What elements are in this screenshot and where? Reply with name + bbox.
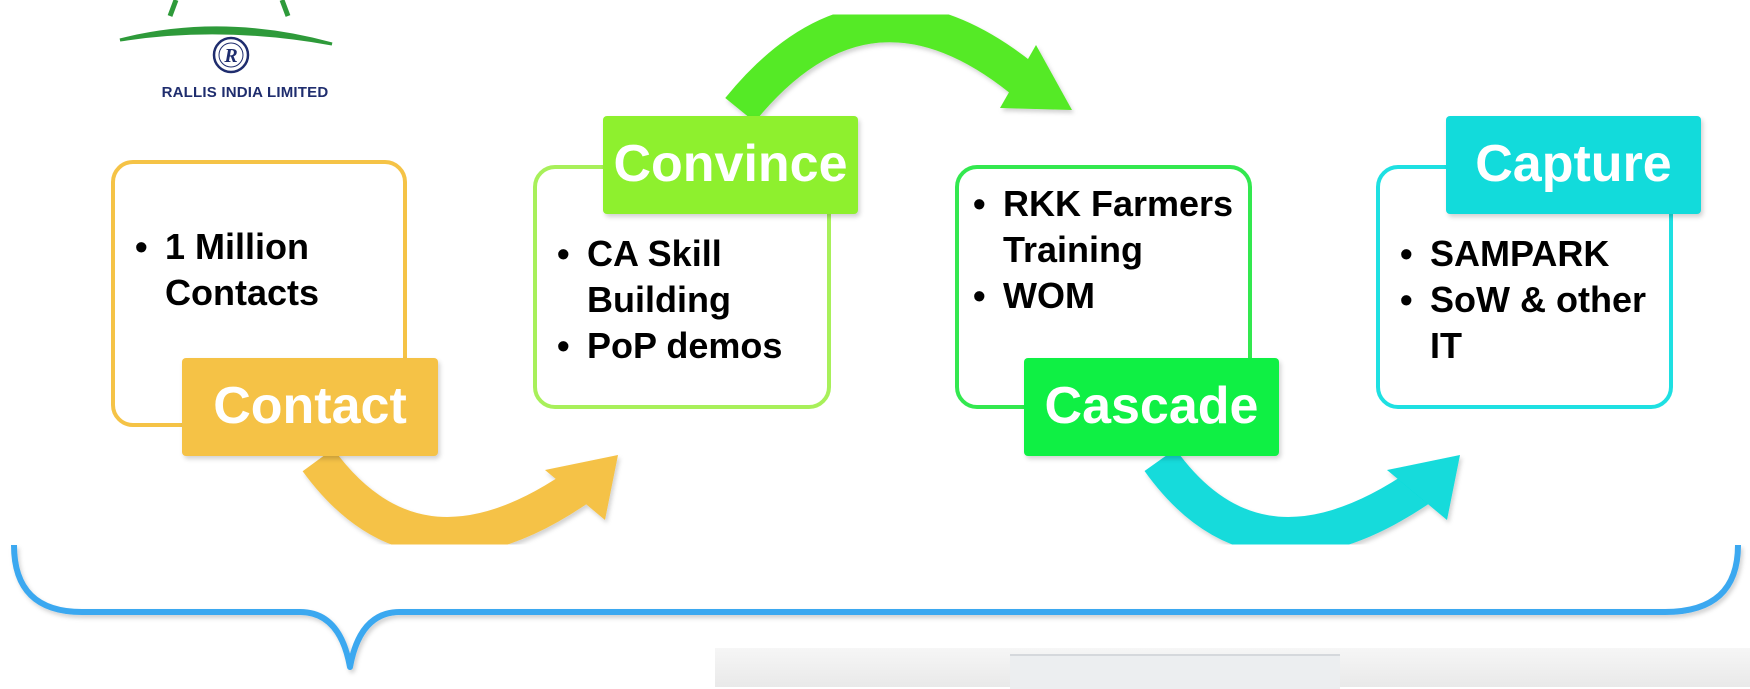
logo-graphic: R — [119, 0, 333, 74]
emblem-letter: R — [223, 45, 237, 67]
bullet-list: RKK Farmers Training WOM — [971, 181, 1241, 319]
curved-arrow-icon — [1144, 448, 1460, 555]
brace-icon — [11, 544, 1741, 670]
curved-arrow-icon — [725, 4, 1072, 123]
bullet-list: CA Skill Building PoP demos — [555, 231, 825, 369]
stage-label-contact: Contact — [182, 358, 438, 456]
bullet-item: SoW & other IT — [1398, 277, 1668, 369]
bullet-item: PoP demos — [555, 323, 825, 369]
bullet-item: SAMPARK — [1398, 231, 1668, 277]
stage-label-cascade: Cascade — [1024, 358, 1279, 456]
bullet-item: 1 Million Contacts — [133, 224, 393, 316]
company-logo: R — [112, 0, 372, 110]
stage-label-convince: Convince — [603, 116, 858, 214]
stage-label-capture: Capture — [1446, 116, 1701, 214]
emblem-icon: R — [212, 36, 250, 74]
company-name: RALLIS INDIA LIMITED — [161, 84, 329, 101]
bullet-item: RKK Farmers Training — [971, 181, 1241, 273]
bullet-item: WOM — [971, 273, 1241, 319]
bullet-list: 1 Million Contacts — [133, 224, 393, 316]
footer-tab — [1010, 654, 1340, 689]
curved-arrow-icon — [302, 448, 618, 555]
bullet-item: CA Skill Building — [555, 231, 825, 323]
bullet-list: SAMPARK SoW & other IT — [1398, 231, 1668, 369]
